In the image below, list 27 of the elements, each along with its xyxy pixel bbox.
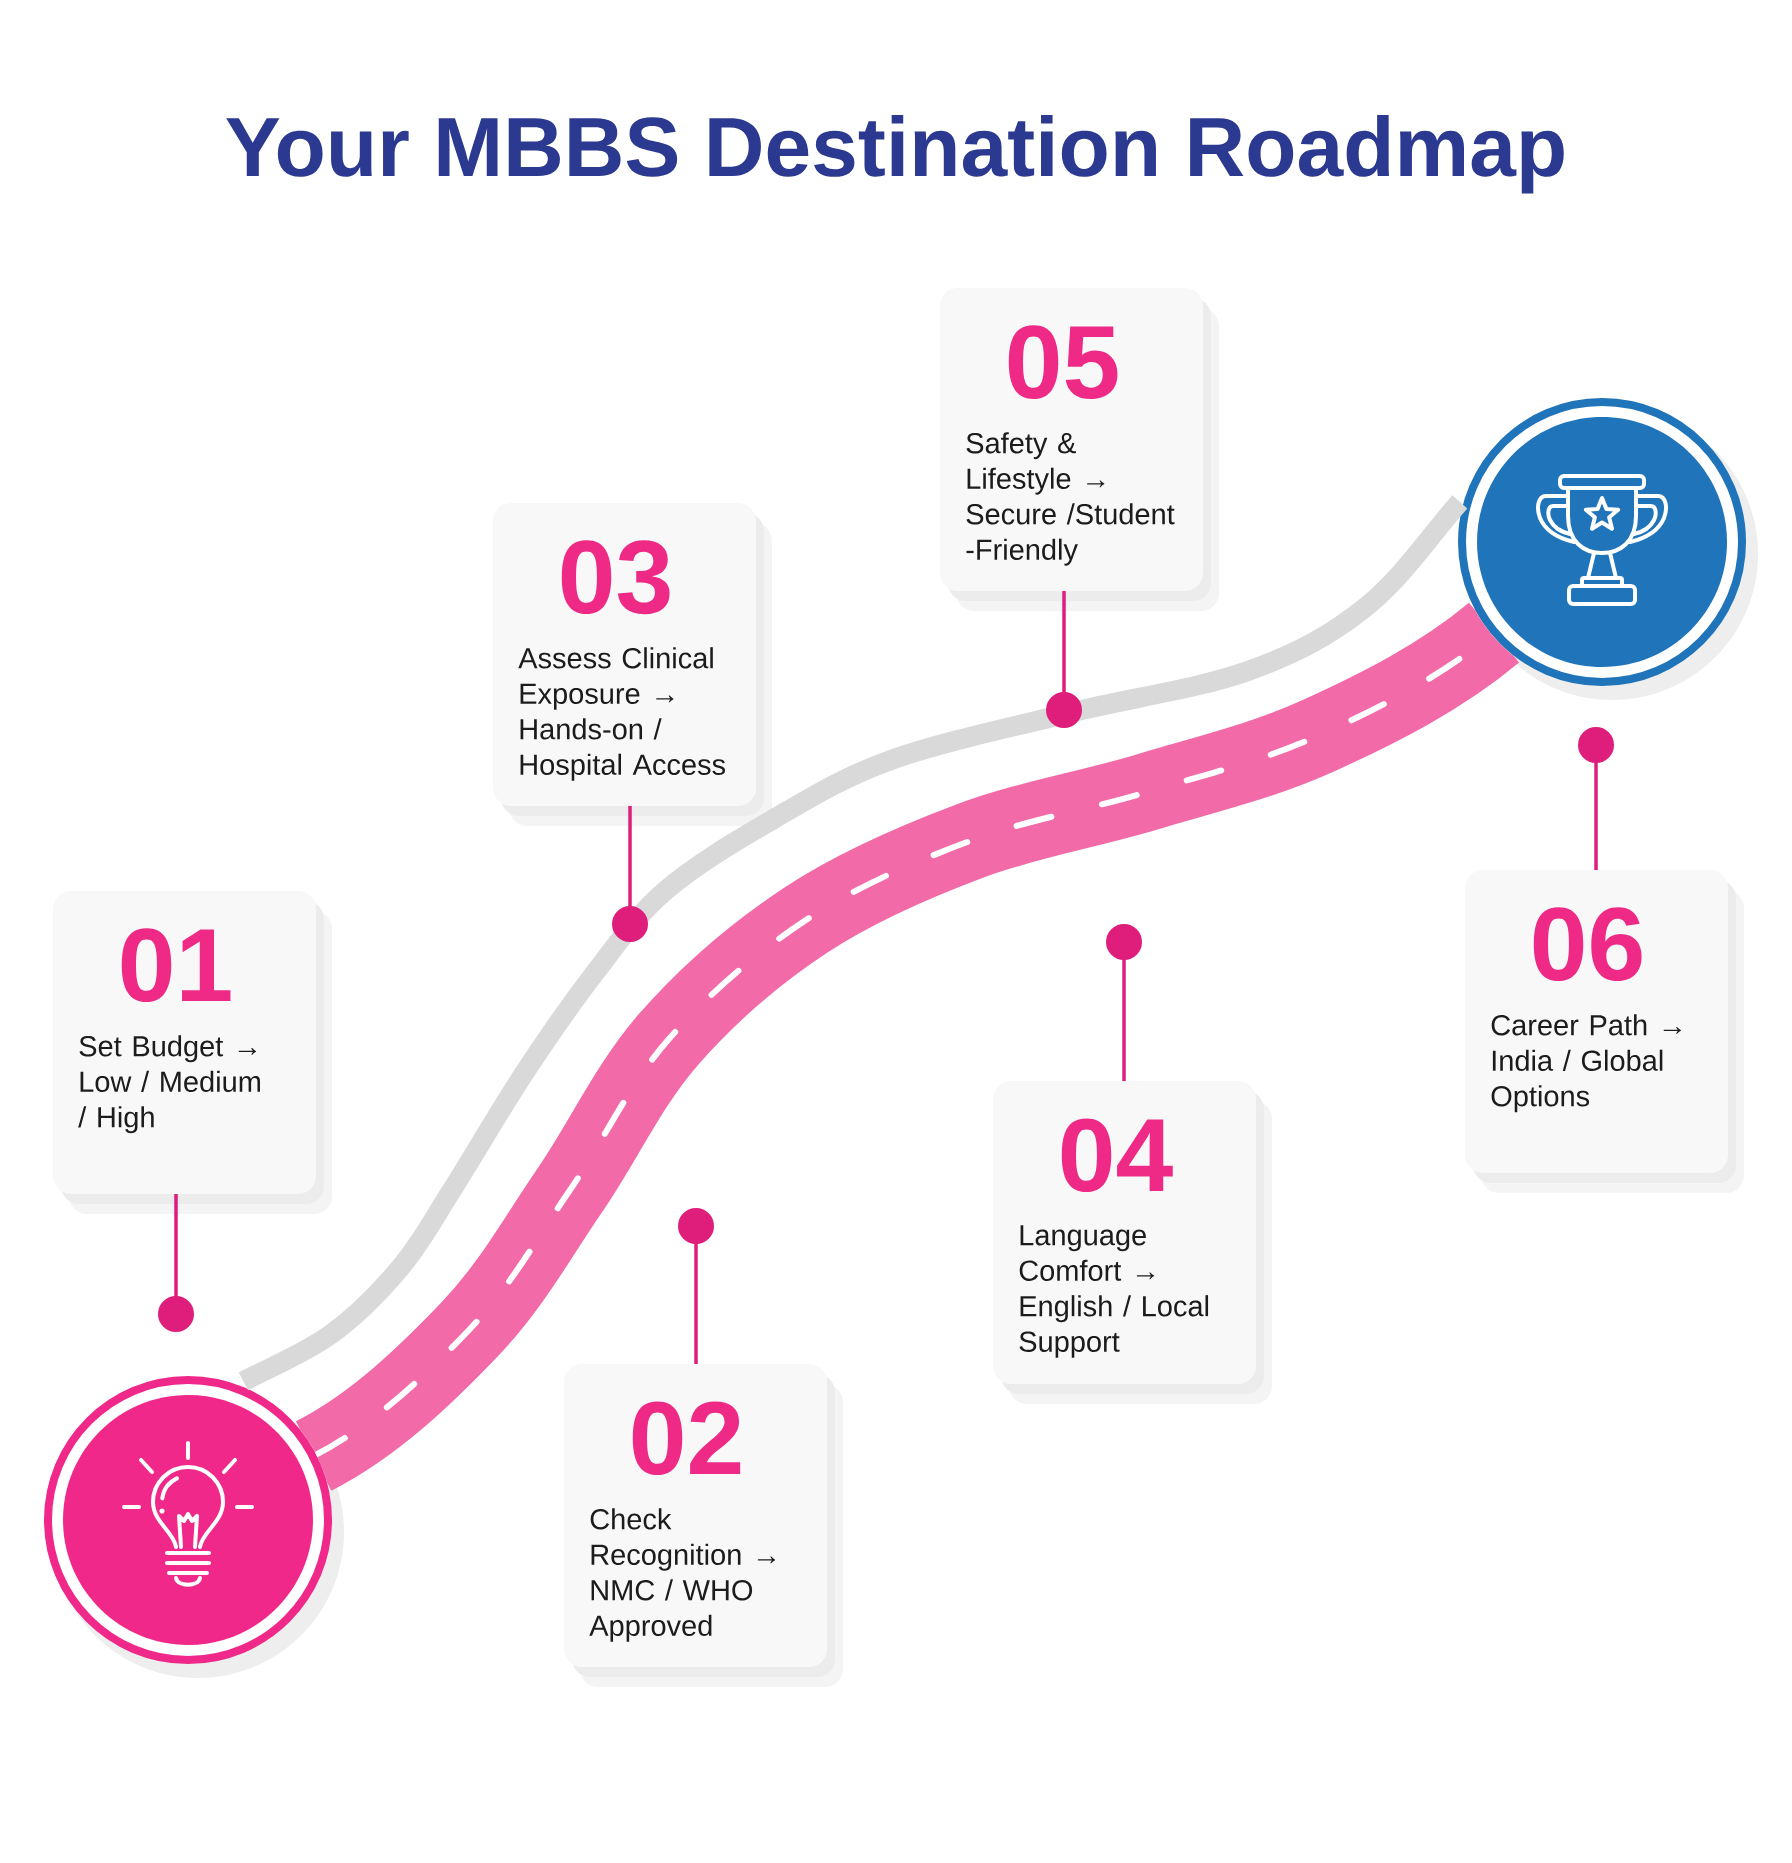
title: Your MBBS Destination Roadmap xyxy=(226,115,1564,194)
step-text: Check Recognition → NMC / WHO Approved xyxy=(589,1508,776,1642)
road xyxy=(295,602,1519,1491)
leader-line xyxy=(1578,727,1614,870)
step-card xyxy=(1465,870,1744,1193)
leader-line xyxy=(612,806,648,942)
leader-line xyxy=(1106,924,1142,1081)
side-track xyxy=(238,495,1468,1391)
leader-line xyxy=(1046,591,1082,728)
step-number: 01 xyxy=(121,928,231,1002)
step-card xyxy=(993,1081,1272,1404)
step-number: 05 xyxy=(1008,325,1118,399)
step-text: Set Budget → Low / Medium / High xyxy=(78,1035,260,1134)
step-card xyxy=(493,503,772,826)
step-number: 02 xyxy=(632,1401,741,1475)
step-text: Career Path → India / Global Options xyxy=(1491,1014,1681,1113)
leader-line xyxy=(158,1194,194,1332)
step-text: Language Comfort → English / Local Support xyxy=(1019,1225,1209,1358)
step-card xyxy=(564,1364,843,1687)
step-card xyxy=(940,288,1219,611)
leader-line xyxy=(678,1208,714,1364)
step-text: Safety & Lifestyle → Secure /Student -Friendly xyxy=(966,432,1175,566)
step-card xyxy=(53,891,332,1214)
step-number: 06 xyxy=(1533,907,1642,981)
step-number: 04 xyxy=(1061,1118,1173,1192)
step-text: Assess Clinical Exposure → Hands-on / Hospital Access xyxy=(518,647,726,781)
step-number: 03 xyxy=(561,540,670,615)
